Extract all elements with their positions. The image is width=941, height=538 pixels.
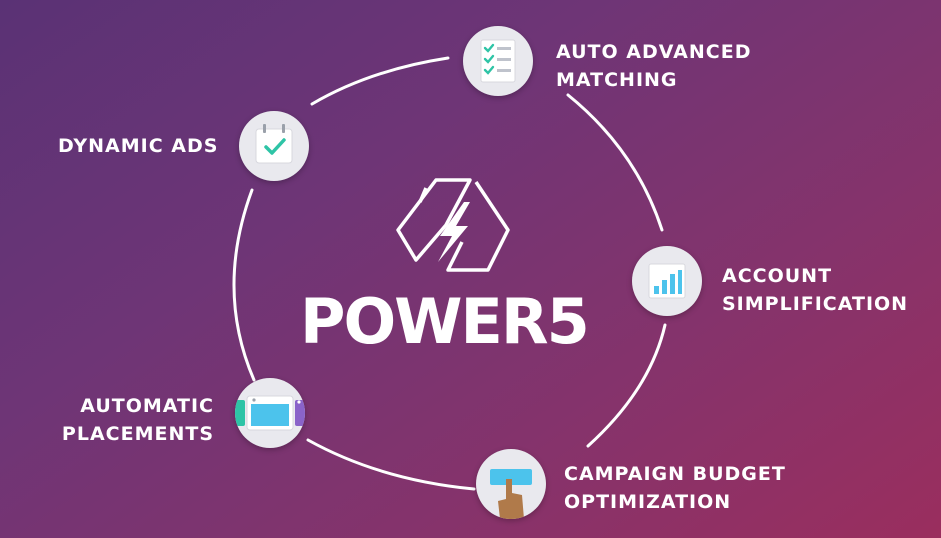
ring-arc-top (310, 56, 450, 106)
hand-click-button-icon (476, 449, 546, 519)
label-dynamic-ads: DYNAMIC ADS (58, 135, 219, 157)
label-automatic-placements: AUTOMATIC PLACEMENTS (61, 395, 214, 445)
ring-arc-top-right (566, 93, 664, 232)
placements-screens-icon (235, 378, 305, 448)
label-auto-advanced-matching: AUTO ADVANCED MATCHING (556, 41, 752, 91)
ring-arc-left (232, 188, 256, 382)
bar-chart-icon (632, 246, 702, 316)
label-account-simplification: ACCOUNT SIMPLIFICATION (722, 265, 909, 315)
logo-word: POWER5 (300, 285, 590, 358)
lightning-hexagon-icon (396, 178, 510, 272)
checklist-icon (463, 26, 533, 96)
ring-arc-right (586, 323, 667, 448)
calendar-check-icon (239, 111, 309, 181)
ring-arc-bottom (306, 438, 476, 491)
label-campaign-budget-optimization: CAMPAIGN BUDGET OPTIMIZATION (564, 463, 786, 513)
